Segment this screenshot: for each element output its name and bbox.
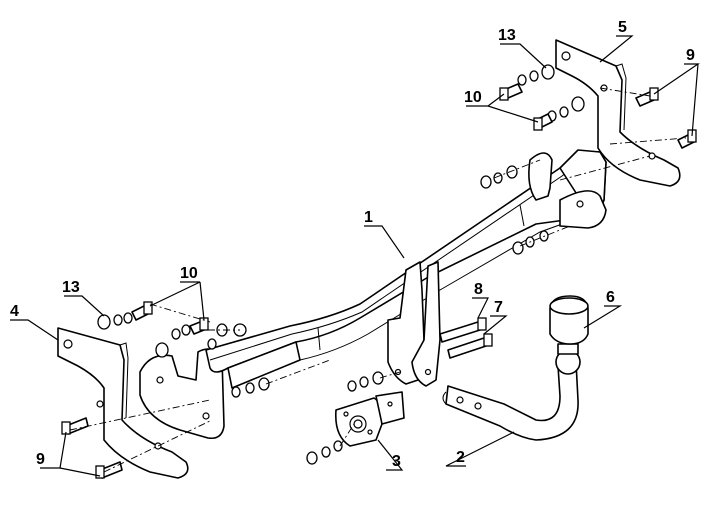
left-fasteners <box>61 301 270 479</box>
label-9-left: 9 <box>36 451 45 468</box>
label-13-left: 13 <box>62 279 80 296</box>
leader-lines <box>10 35 700 477</box>
label-9-right: 9 <box>686 47 695 64</box>
socket-plate <box>334 391 405 447</box>
label-5: 5 <box>618 19 627 36</box>
ball-cover <box>549 295 589 345</box>
label-13-right: 13 <box>498 27 516 44</box>
tow-ball-arm <box>442 343 581 441</box>
label-1: 1 <box>364 209 373 226</box>
right-mounting-bracket <box>555 39 681 187</box>
label-3: 3 <box>392 453 401 470</box>
label-10-right: 10 <box>464 89 482 106</box>
label-7: 7 <box>494 299 503 316</box>
label-10-left: 10 <box>180 265 198 282</box>
label-6: 6 <box>606 289 615 306</box>
centre-bracket <box>387 261 441 387</box>
left-mounting-bracket <box>57 327 189 479</box>
label-4: 4 <box>10 303 19 320</box>
part-labels: 1 2 3 4 5 6 7 8 9 9 10 10 13 13 <box>10 19 695 470</box>
label-8: 8 <box>474 281 483 298</box>
label-2: 2 <box>456 449 465 466</box>
right-side-plate <box>528 152 607 229</box>
assembly-lines <box>69 87 687 473</box>
centre-fasteners <box>306 371 384 465</box>
bolts-7-8 <box>439 317 493 359</box>
